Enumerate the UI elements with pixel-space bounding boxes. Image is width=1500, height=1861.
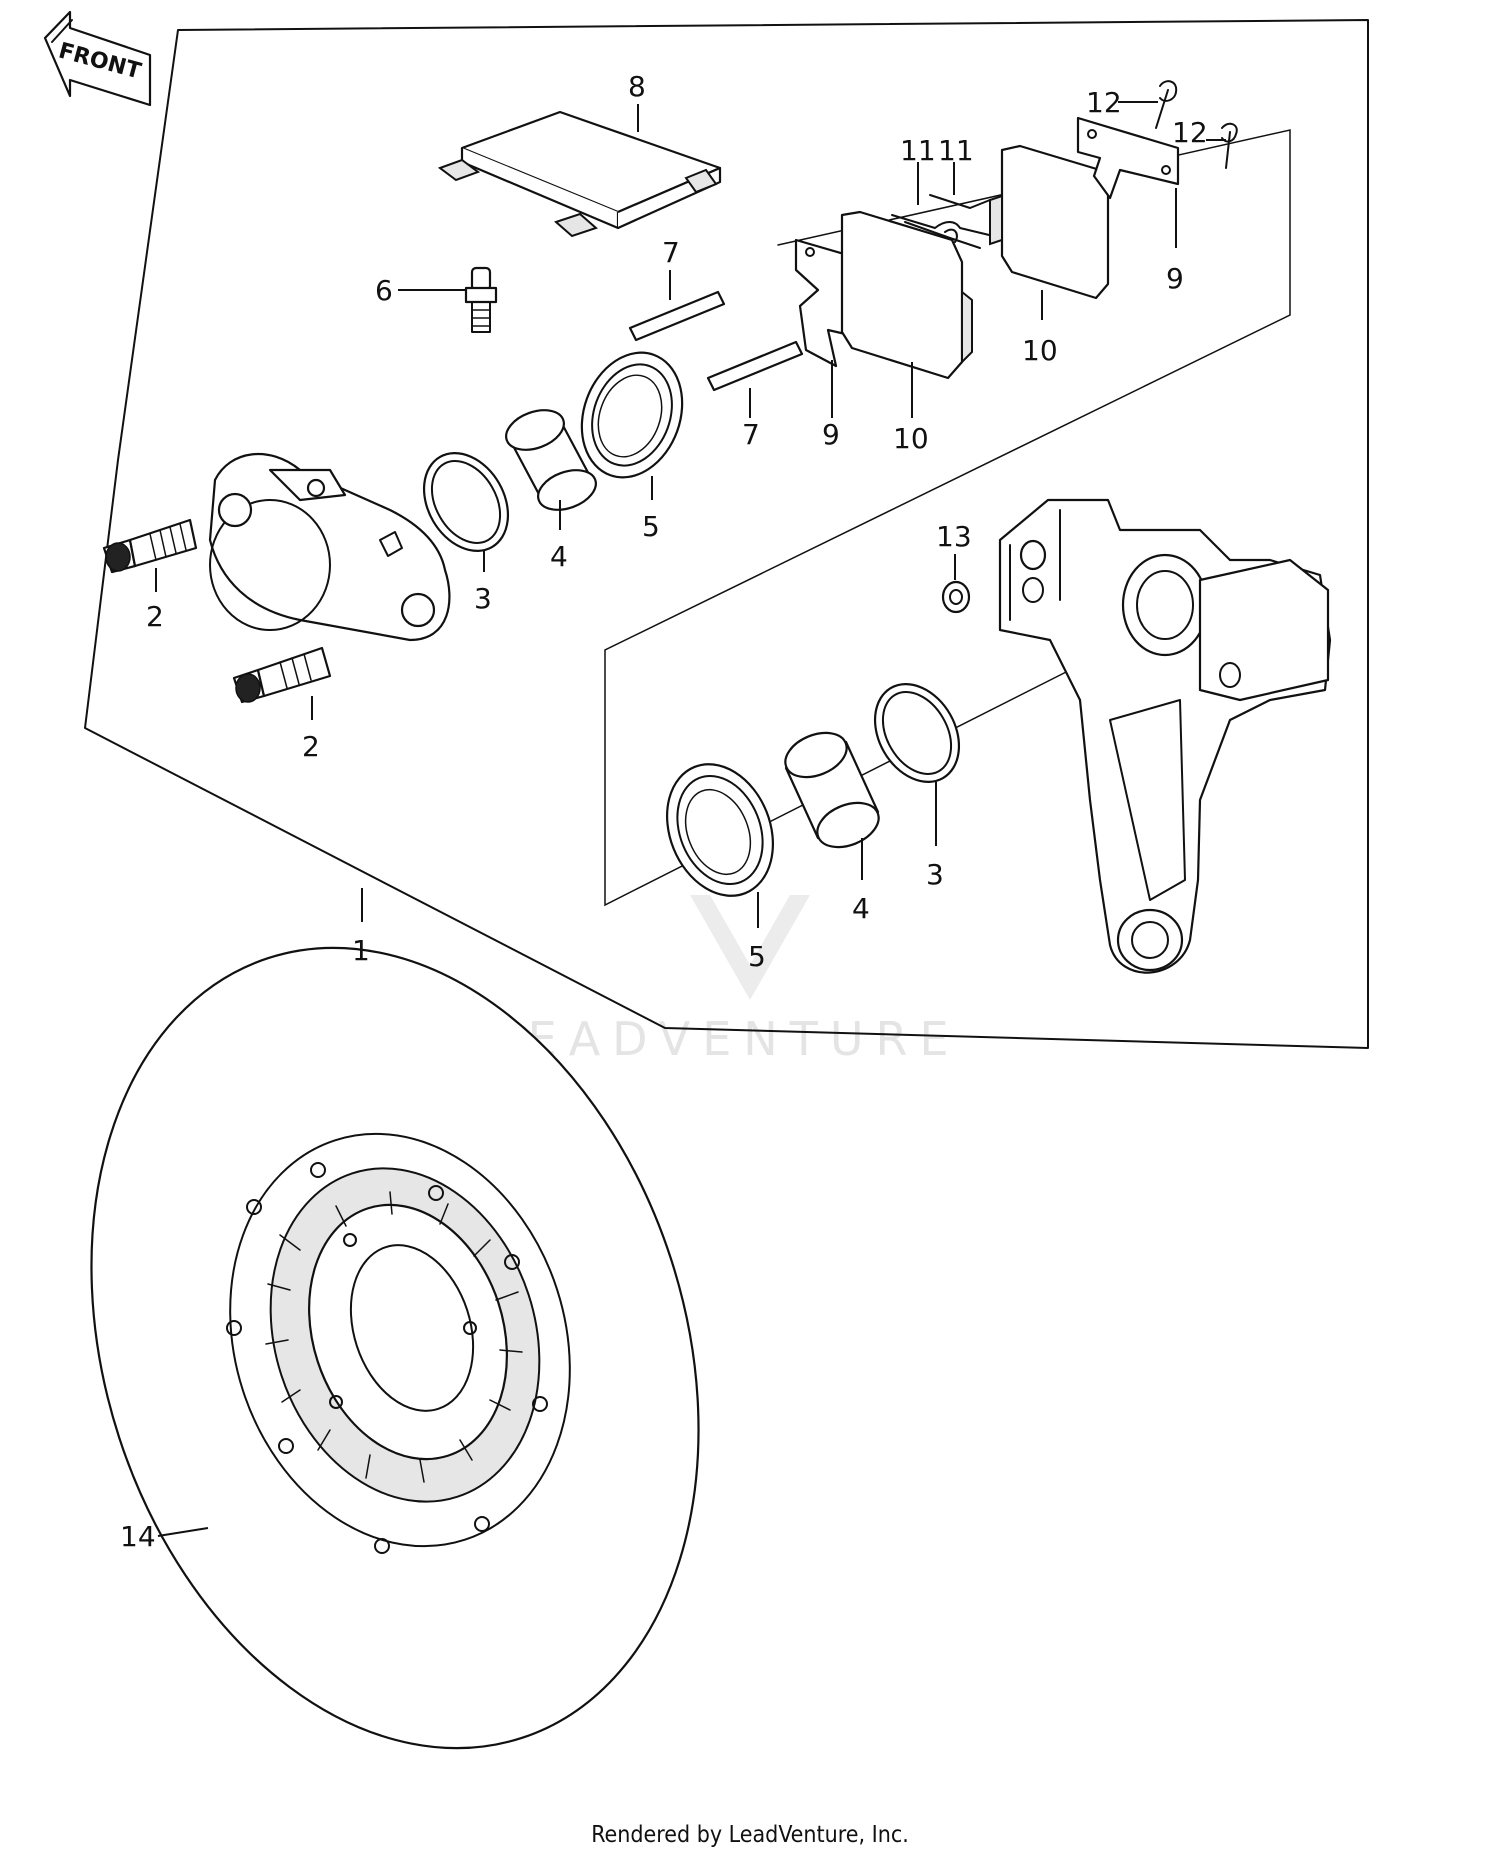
callout-7-lower: 7 [742,418,760,451]
callout-14: 14 [120,1520,156,1553]
pad-shim-right [1076,116,1180,200]
bleeder-valve [464,266,498,333]
callout-12-upper: 12 [1086,86,1122,119]
r-clip-upper [1155,80,1178,129]
callout-9-left: 9 [822,418,840,451]
pad-spring-clips [891,194,1011,249]
callout-8: 8 [628,70,646,103]
watermark-logo: LEADVENTURE [490,895,961,1066]
caliper-bracket-right [998,498,1332,974]
callout-3-upper: 3 [474,582,492,615]
callout-10-right: 10 [1022,334,1058,367]
pad-pin-lower [706,340,804,392]
disc-bolt-holes [226,1162,548,1554]
caliper-assembly-outline [84,19,1369,1049]
piston-seal-lower [873,683,961,783]
callout-9-right: 9 [1166,262,1184,295]
watermark-text: LEADVENTURE [490,1012,961,1066]
brake-pad-right [989,144,1110,300]
brake-disc [90,946,700,1750]
pad-spring-plate [437,110,722,238]
leader-lines [155,101,1226,1537]
callout-12-lower: 12 [1172,116,1208,149]
callout-1: 1 [352,934,370,967]
front-arrow: FRONT [43,10,152,107]
callout-6: 6 [375,274,393,307]
footer-credit: Rendered by LeadVenture, Inc. [591,1822,909,1848]
callout-2-lower: 2 [302,730,320,763]
caliper-half-left [208,452,451,642]
bracket-washer [941,580,971,614]
r-clip-lower [1221,122,1238,169]
callout-4-lower: 4 [852,892,870,925]
piston-seal-upper [422,452,510,552]
piston-upper [505,409,597,511]
callout-3-lower: 3 [926,858,944,891]
dust-seal-lower [666,763,774,897]
callout-5-upper: 5 [642,510,660,543]
callout-4-upper: 4 [550,540,568,573]
callout-13: 13 [936,520,972,553]
callout-11-left: 11 [900,134,936,167]
brake-pad-left [840,210,973,380]
dust-seal-upper [580,351,684,479]
disc-hub-slots [265,1191,523,1483]
callout-10-left: 10 [893,422,929,455]
callout-labels: 8 6 7 7 9 10 10 11 11 12 12 9 13 5 4 3 2… [120,70,1208,1553]
callout-2-upper: 2 [146,600,164,633]
callout-7-upper: 7 [662,236,680,269]
caliper-bolt-lower [232,646,332,704]
callout-5-lower: 5 [748,940,766,973]
pad-pin-upper [628,290,726,342]
piston-lower [784,731,880,849]
callout-11-right: 11 [938,134,974,167]
caliper-bolt-upper [102,518,198,574]
